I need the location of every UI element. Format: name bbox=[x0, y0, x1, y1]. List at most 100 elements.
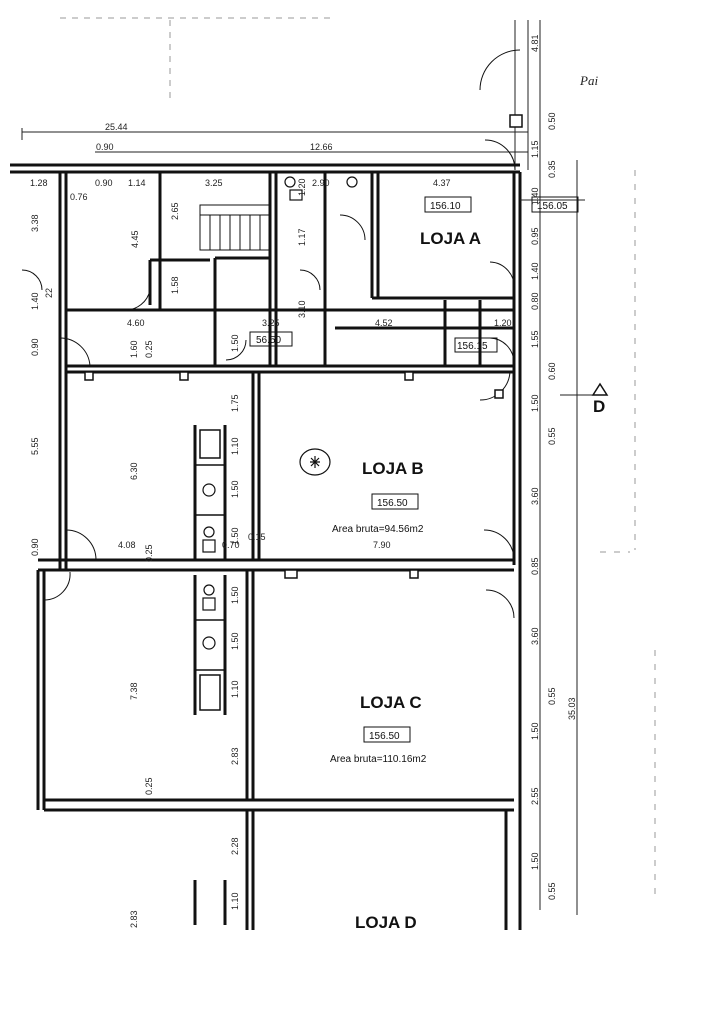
dim-label: 0.55 bbox=[547, 687, 557, 705]
dim-label: 3.60 bbox=[530, 627, 540, 645]
dim-label: 25.44 bbox=[105, 122, 128, 132]
dim-label: 0.90 bbox=[96, 142, 114, 152]
dim-label: 1.10 bbox=[230, 680, 240, 698]
loja-c-elevation: 156.50 bbox=[369, 731, 400, 742]
dim-label: 22 bbox=[44, 288, 54, 298]
dim-label: 4.45 bbox=[130, 230, 140, 248]
dim-label: 0.25 bbox=[144, 777, 154, 795]
stair-elevation: 56.50 bbox=[256, 335, 281, 346]
dim-label: 35.03 bbox=[567, 697, 577, 720]
loja-c-label: LOJA C bbox=[360, 693, 422, 712]
dim-label: 0.35 bbox=[547, 160, 557, 178]
wc-partitions bbox=[195, 429, 225, 711]
dim-label: 0.90 bbox=[30, 338, 40, 356]
dim-label: 1.50 bbox=[530, 394, 540, 412]
dim-label: 2.83 bbox=[230, 747, 240, 765]
right-elevation-box bbox=[531, 196, 579, 213]
horizontal-dimensions: 25.44 12.66 0.90 1.28 0.90 1.14 3.25 2.9… bbox=[30, 122, 512, 550]
right-elevation: 156.05 bbox=[537, 201, 568, 212]
stair-elevation-box bbox=[249, 331, 293, 347]
dim-label: 7.90 bbox=[373, 540, 391, 550]
dim-label: 12.66 bbox=[310, 142, 333, 152]
dim-label: 0.55 bbox=[547, 427, 557, 445]
dim-label: 1.40 bbox=[530, 187, 540, 205]
dim-label: 3.25 bbox=[205, 178, 223, 188]
dim-label: 0.76 bbox=[70, 192, 88, 202]
dim-label: 2.55 bbox=[530, 787, 540, 805]
loja-d-label: LOJA D bbox=[355, 913, 417, 932]
dim-label: 2.28 bbox=[230, 837, 240, 855]
dim-label: 0.80 bbox=[530, 292, 540, 310]
dim-label: 4.37 bbox=[433, 178, 451, 188]
dim-label: 1.28 bbox=[30, 178, 48, 188]
corridor-elevation-box bbox=[454, 337, 498, 353]
dim-label: 0.55 bbox=[547, 882, 557, 900]
loja-a-label: LOJA A bbox=[420, 229, 481, 248]
dim-label: 1.50 bbox=[230, 632, 240, 650]
dim-label: 0.95 bbox=[530, 227, 540, 245]
dim-label: 2.90 bbox=[312, 178, 330, 188]
dim-label: 5.55 bbox=[30, 437, 40, 455]
dim-label: 1.50 bbox=[230, 586, 240, 604]
dim-label: 0.70 bbox=[222, 540, 240, 550]
dim-label: 0.90 bbox=[95, 178, 113, 188]
dim-label: 1.50 bbox=[230, 334, 240, 352]
dim-label: 1.50 bbox=[230, 480, 240, 498]
dim-label: 1.40 bbox=[530, 262, 540, 280]
building-walls bbox=[10, 163, 522, 930]
dim-label: 1.10 bbox=[230, 437, 240, 455]
dim-label: 2.65 bbox=[170, 202, 180, 220]
dim-label: 7.38 bbox=[129, 682, 139, 700]
dim-label: 1.40 bbox=[30, 292, 40, 310]
compass-icon bbox=[299, 448, 331, 476]
dim-label: 3.25 bbox=[262, 318, 280, 328]
dim-label: 1.20 bbox=[494, 318, 512, 328]
dim-label: 1.50 bbox=[230, 527, 240, 545]
dim-label: 1.50 bbox=[530, 852, 540, 870]
vertical-dimensions: 3.38 4.45 2.65 1.17 1.20 1.58 3.10 1.40 … bbox=[30, 34, 577, 928]
loja-a-elevation-box bbox=[424, 196, 472, 213]
dim-label: 6.30 bbox=[129, 462, 139, 480]
dim-label: 0.25 bbox=[144, 544, 154, 562]
dim-label: 0.60 bbox=[547, 362, 557, 380]
dim-label: 2.83 bbox=[129, 910, 139, 928]
corridor-elevation: 156.15 bbox=[457, 341, 488, 352]
loja-b-label: LOJA B bbox=[362, 459, 424, 478]
dim-label: 0.15 bbox=[248, 532, 266, 542]
dim-label: 1.50 bbox=[530, 722, 540, 740]
pilasters bbox=[84, 114, 523, 579]
dim-label: 0.85 bbox=[530, 557, 540, 575]
dim-label: 1.55 bbox=[530, 330, 540, 348]
dim-label: 4.08 bbox=[118, 540, 136, 550]
dim-label: 3.60 bbox=[530, 487, 540, 505]
section-marker: D bbox=[591, 382, 609, 416]
dim-label: 4.60 bbox=[127, 318, 145, 328]
loja-b-area: Area bruta=94.56m2 bbox=[332, 524, 424, 535]
right-scan-marks bbox=[600, 170, 656, 900]
top-scan-marks bbox=[60, 17, 330, 100]
loja-b-elevation: 156.50 bbox=[377, 498, 408, 509]
loja-a-elevation: 156.10 bbox=[430, 201, 461, 212]
toilet-icon bbox=[202, 176, 358, 650]
door-swings bbox=[21, 49, 521, 619]
loja-b-elevation-box bbox=[371, 493, 419, 510]
loja-c-area: Area bruta=110.16m2 bbox=[330, 754, 427, 765]
top-dimension-lines bbox=[21, 20, 529, 170]
dim-label: 1.15 bbox=[530, 140, 540, 158]
right-dimension-lines bbox=[520, 20, 600, 915]
dim-label: 1.58 bbox=[170, 276, 180, 294]
dim-label: 1.20 bbox=[297, 178, 307, 196]
signature: Pai bbox=[579, 73, 598, 88]
dim-label: 1.10 bbox=[230, 892, 240, 910]
dim-label: 0.25 bbox=[144, 340, 154, 358]
section-marker-label: D bbox=[593, 397, 605, 416]
staircase bbox=[199, 204, 271, 251]
dim-label: 1.17 bbox=[297, 228, 307, 246]
dim-label: 4.52 bbox=[375, 318, 393, 328]
dim-label: 0.50 bbox=[547, 112, 557, 130]
dim-label: 1.60 bbox=[129, 340, 139, 358]
dim-label: 1.14 bbox=[128, 178, 146, 188]
dim-label: 4.81 bbox=[530, 34, 540, 52]
dim-label: 1.75 bbox=[230, 394, 240, 412]
